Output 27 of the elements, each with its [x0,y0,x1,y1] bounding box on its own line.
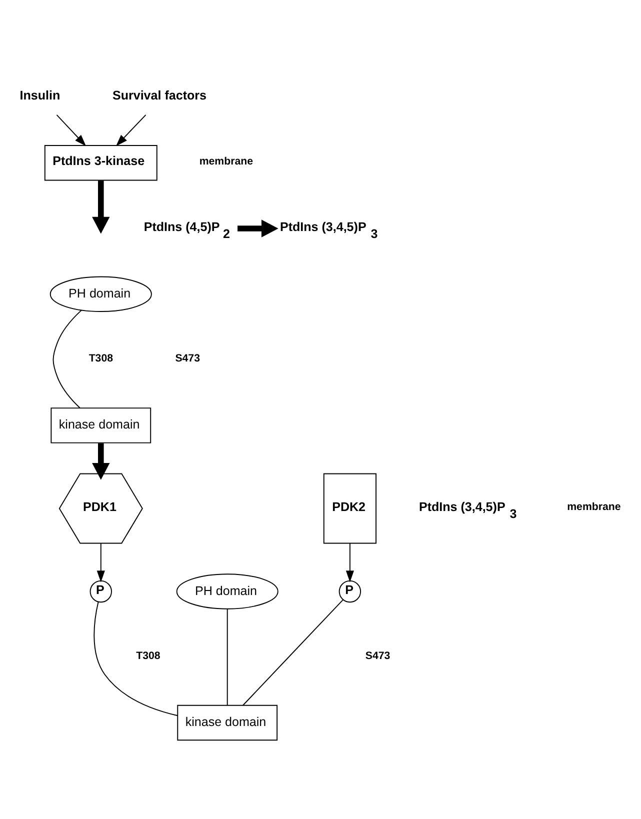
node-circle: P [338,580,362,602]
connector [242,598,344,706]
arrow [96,542,105,582]
connector [226,608,228,706]
arrow [346,542,354,582]
node-box: kinase domain [50,407,152,443]
arrow [92,442,110,480]
label: T308 [88,352,114,364]
label: membrane [199,155,254,168]
connector [52,309,82,408]
node-ellipse: PH domain [50,276,152,312]
arrow [92,180,110,234]
node-box: kinase domain [177,704,278,740]
node-text: Survival factors [112,88,207,102]
node-ellipse: PH domain [176,573,278,609]
arrow [116,114,146,146]
node-circle: P [90,580,112,602]
label: membrane [567,500,621,513]
node-text: Insulin [20,88,60,102]
connector [94,600,178,716]
label: S473 [175,352,200,364]
label: T308 [136,649,160,662]
node-box: PtdIns 3-kinase [44,144,158,180]
arrow [56,114,86,146]
label: S473 [365,649,390,662]
node-box: PDK2 [323,472,376,544]
arrow [238,219,278,237]
